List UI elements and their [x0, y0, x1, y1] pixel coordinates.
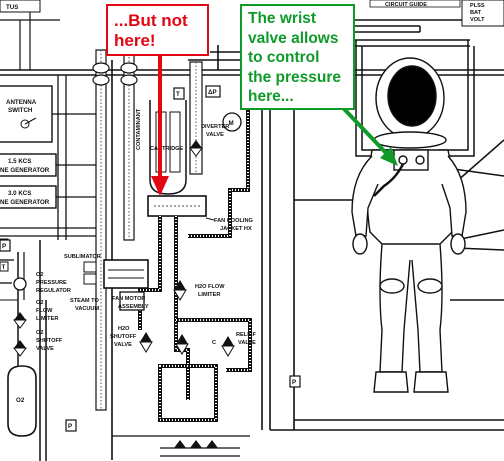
astronaut-figure	[351, 57, 467, 393]
hoses-to-suit	[270, 26, 504, 431]
o2-shut-label-3: VALVE	[36, 346, 54, 352]
kcs1-label-b: NE GENERATOR	[0, 167, 50, 174]
steam-label-2: VACUUM	[75, 306, 99, 312]
p-sensor-2: P	[292, 379, 296, 386]
h2o-flow-label-1: H2O FLOW	[195, 284, 225, 290]
kcs-generator-1: 1.5 KCS NE GENERATOR	[0, 153, 57, 177]
sublimator-label: SUBLIMATOR	[64, 254, 101, 260]
sensor-t-box: T	[173, 87, 185, 100]
vertical-hoses	[39, 49, 138, 461]
o2-system: O2 PRESSURE REGULATOR O2 FLOW LIMITER O2…	[0, 252, 71, 437]
m-label: M	[229, 120, 234, 127]
fan-jacket-label-1: FAN COOLING	[214, 218, 253, 224]
wrist-valve-fitting	[398, 155, 408, 165]
t-sensor-label: T	[176, 91, 180, 98]
o2-tank-label: O2	[16, 397, 25, 404]
circuit-guide-label: CIRCUIT GUIDE	[385, 2, 427, 8]
cartridge-label-1: CONTAMINANT	[136, 108, 142, 150]
antenna-label-2: SWITCH	[8, 107, 33, 114]
h2o-flow-limiter: H2O FLOW LIMITER	[173, 280, 225, 301]
h2o-shut-label-3: VALVE	[114, 342, 132, 348]
antenna-label-1: ANTENNA	[6, 99, 37, 106]
o2-lim-label-1: O2	[36, 300, 43, 306]
o2-reg-label-3: REGULATOR	[36, 288, 71, 294]
relief-valve: RELIEF VALVE C	[212, 332, 256, 357]
diverter-label-2: VALVE	[206, 132, 224, 138]
diverter-label-1: DIVERTER	[201, 124, 229, 130]
h2o-flow-label-2: LIMITER	[198, 292, 220, 298]
plss-label: PLSS	[470, 3, 485, 9]
volt-label: VOLT	[470, 17, 485, 23]
visor	[387, 65, 437, 127]
h2o-shutoff-valve: H2O SHUTOFF VALVE	[110, 326, 189, 355]
callout-not-here-text: ...But not here!	[114, 11, 188, 50]
kcs2-label-a: 3.0 KCS	[8, 190, 31, 197]
sensor-dp-box: ΔP	[205, 85, 221, 98]
p-sensor-1: P	[2, 243, 6, 250]
relief-label-2: VALVE	[238, 340, 256, 346]
o2-reg-label-2: PRESSURE	[36, 280, 67, 286]
red-arrow	[151, 38, 169, 196]
callout-not-here: ...But not here!	[106, 4, 209, 56]
top-left-label: TUS	[6, 4, 18, 11]
kcs-generator-2: 3.0 KCS NE GENERATOR	[0, 185, 57, 209]
fan-motor-label-2: ASSEMBLY	[118, 304, 149, 310]
fan-jacket-label-2: JACKET HX	[220, 226, 252, 232]
kcs1-label-a: 1.5 KCS	[8, 158, 31, 165]
p-sensor-3: P	[68, 423, 72, 430]
h2o-shut-label-1: H2O	[118, 326, 130, 332]
p-sensors: P P P	[0, 239, 301, 432]
c-mark: C	[212, 340, 216, 346]
fan-motor-assembly: FAN MOTOR ASSEMBLY	[112, 291, 149, 311]
relief-label-1: RELIEF	[236, 332, 256, 338]
callout-wrist-valve: The wrist valve allows to control the pr…	[240, 4, 355, 110]
h2o-shut-label-2: SHUTOFF	[110, 334, 137, 340]
left-wiring	[0, 75, 100, 284]
o2-lim-label-3: LIMITER	[36, 316, 58, 322]
kcs2-label-b: NE GENERATOR	[0, 199, 50, 206]
fan-motor-m: M	[222, 112, 242, 132]
bat-label: BAT	[470, 10, 482, 16]
t-mark: T	[2, 264, 6, 271]
bottom-fittings	[160, 440, 240, 457]
top-left-marks: TUS	[0, 0, 60, 70]
fan-motor-label-1: FAN MOTOR	[112, 296, 145, 302]
o2-lim-label-2: FLOW	[36, 308, 53, 314]
cartridge-label-2: CARTRIDGE	[150, 146, 184, 152]
diverter-valve: DIVERTER VALVE	[189, 61, 229, 175]
bat-volt-block: PLSS BAT VOLT CIRCUIT GUIDE	[369, 0, 504, 27]
antenna-switch: ANTENNA SWITCH	[0, 85, 53, 143]
o2-shut-label-1: O2	[36, 330, 43, 336]
sublimator: SUBLIMATOR STEAM TO VACUUM	[64, 254, 149, 312]
o2-reg-label-1: O2	[36, 272, 43, 278]
callout-wrist-valve-text: The wrist valve allows to control the pr…	[248, 10, 342, 105]
o2-shut-label-2: SHUTOFF	[36, 338, 63, 344]
dp-sensor-label: ΔP	[208, 89, 217, 96]
steam-label-1: STEAM TO	[70, 298, 99, 304]
